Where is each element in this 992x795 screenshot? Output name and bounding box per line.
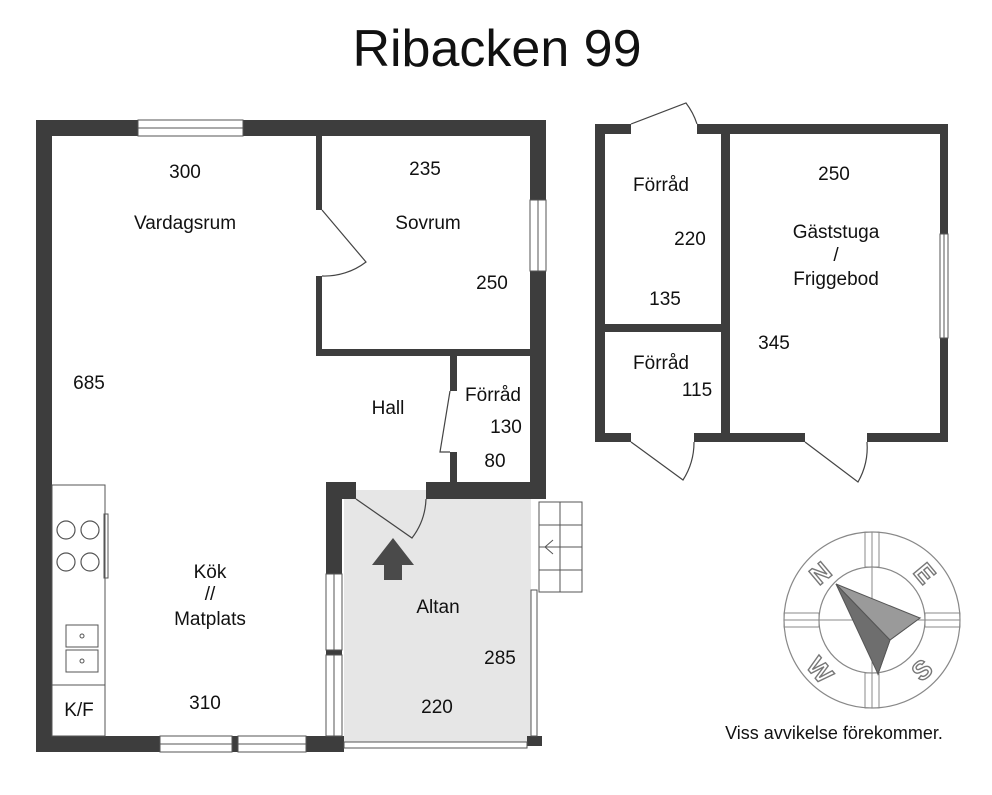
outbuilding: Förråd 220 135 Förråd 115 250 Gäststuga … [595, 102, 949, 483]
stove-icon [56, 520, 100, 572]
compass-rose-icon: N E S W [783, 531, 961, 709]
guest-house-label-line1: Gäststuga [793, 222, 880, 243]
fridge-outline [51, 684, 106, 737]
doors [321, 209, 451, 539]
bedroom-depth: 250 [476, 273, 508, 294]
kitchen-width: 310 [189, 693, 221, 714]
windows [137, 119, 547, 753]
outbuilding-walls [595, 124, 948, 442]
terrace-floor [344, 490, 531, 742]
main-house: 300 Vardagsrum 685 235 Sovrum 250 Hall F… [36, 119, 583, 753]
guest-house-depth: 345 [758, 333, 790, 354]
bedroom-label: Sovrum [395, 213, 460, 234]
outbuilding-storage-upper-label: Förråd [633, 175, 689, 196]
kitchen-label-line3: Matplats [174, 609, 246, 630]
page-title: Ribacken 99 [352, 20, 641, 78]
fridge-label: K/F [64, 700, 94, 721]
outbuilding-storage-upper-width: 220 [674, 229, 706, 250]
outbuilding-storage-lower-depth: 115 [682, 380, 712, 401]
guest-house-width: 250 [818, 164, 850, 185]
kitchen-label-line2: // [205, 584, 216, 605]
guest-house-label-line3: Friggebod [793, 269, 879, 290]
outdoor-steps [538, 501, 583, 593]
sink-icon [65, 624, 99, 673]
living-room-label: Vardagsrum [134, 213, 236, 234]
compass-south: S [906, 653, 939, 687]
living-room-width: 300 [169, 162, 201, 183]
outbuilding-storage-lower-label: Förråd [633, 353, 689, 374]
walls [36, 120, 546, 752]
disclaimer-text: Viss avvikelse förekommer. [725, 723, 943, 743]
kitchen-counter [51, 484, 109, 686]
terrace-depth: 285 [484, 648, 516, 669]
outbuilding-window [939, 233, 949, 339]
guest-house-label-line2: / [833, 245, 839, 266]
compass-east: E [908, 557, 942, 590]
entrance-arrow-icon [372, 538, 414, 580]
terrace-label: Altan [416, 597, 459, 618]
terrace-width: 220 [421, 697, 453, 718]
hall-label: Hall [372, 398, 405, 419]
storage-width: 130 [490, 417, 522, 438]
outbuilding-doors [630, 102, 868, 483]
outbuilding-storage-upper-depth: 135 [649, 289, 681, 310]
living-room-depth: 685 [73, 373, 105, 394]
kitchen-label-line1: Kök [194, 562, 227, 583]
storage-label: Förråd [465, 385, 521, 406]
storage-depth: 80 [484, 451, 505, 472]
bedroom-width: 235 [409, 159, 441, 180]
